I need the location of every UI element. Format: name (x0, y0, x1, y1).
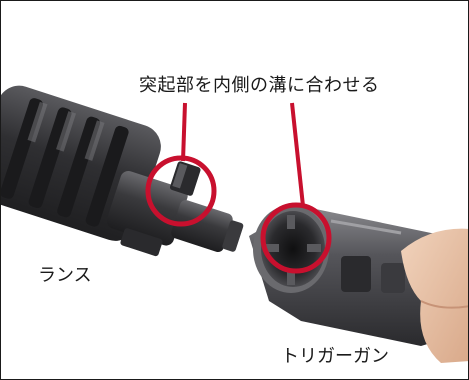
highlight-circle-lance (145, 155, 217, 227)
annotation-text: 突起部を内側の溝に合わせる (139, 75, 380, 96)
highlight-circle-gun (260, 202, 332, 274)
pointer-line-gun (290, 102, 305, 207)
lance-shaft (106, 161, 244, 257)
trigger-gun-label: トリガーガン (281, 346, 389, 367)
lance-label: ランス (38, 265, 92, 286)
hand (401, 228, 468, 363)
pointer-line-lance (181, 102, 187, 162)
